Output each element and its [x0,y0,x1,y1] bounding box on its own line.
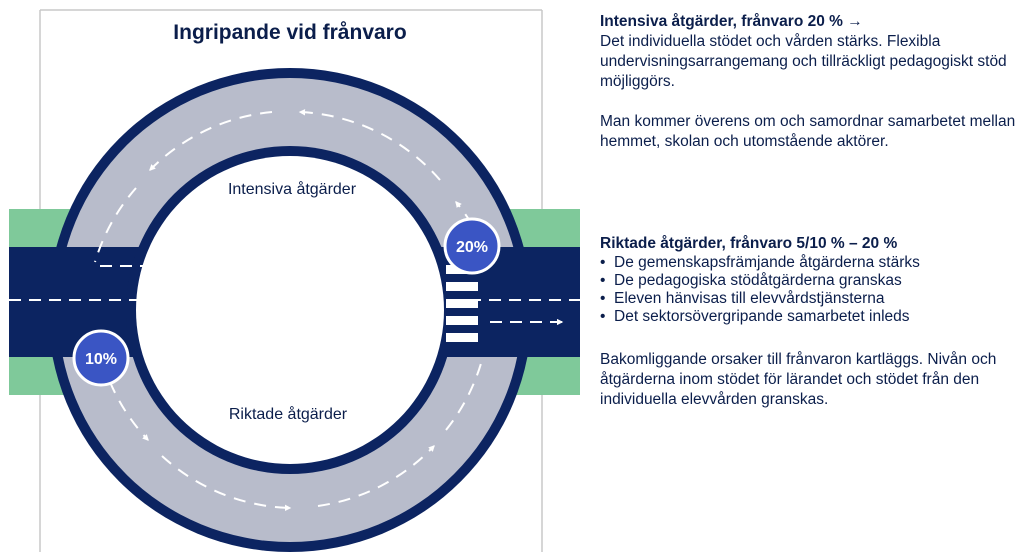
section-intensive-paragraph-1: Det individuella stödet och vården stärk… [600,33,1007,90]
section-intensive: Intensiva åtgärder, frånvaro 20 % → Det … [600,12,1017,152]
ring-arrow-bottom-c [317,445,435,507]
roundabout-diagram: Ingripande vid frånvaro Intensiva åtgärd… [9,9,580,552]
ring-arrow-top-d [94,187,137,263]
label-intensive: Intensiva åtgärder [228,180,357,198]
bullet-item: Det sektorsövergripande samarbetet inled… [600,308,1017,326]
badge-20-label: 20% [456,239,488,256]
label-targeted: Riktade åtgärder [229,405,348,423]
bullet-item: De pedagogiska stödåtgärderna granskas [600,272,1017,290]
inner-island [136,156,444,464]
section-intensive-paragraph-2: Man kommer överens om och samordnar sama… [600,113,1016,150]
ring-arrow-top-c [149,111,273,171]
section-targeted: Riktade åtgärder, frånvaro 5/10 % – 20 %… [600,234,1017,410]
section-intensive-heading: Intensiva åtgärder, frånvaro 20 % → [600,13,863,30]
ring-arrow-bottom-a [109,381,149,441]
bullet-item: De gemenskapsfrämjande åtgärderna stärks [600,254,1017,272]
ring-arrow-bottom-b [161,455,292,512]
section-targeted-paragraph: Bakomliggande orsaker till frånvaron kar… [600,351,997,408]
title-backdrop [150,14,430,50]
diagram-title: Ingripande vid frånvaro [173,21,406,44]
bullet-item: Eleven hänvisas till elevvårdstjänsterna [600,290,1017,308]
section-targeted-bullets: De gemenskapsfrämjande åtgärderna stärks… [600,254,1017,326]
badge-10-label: 10% [85,351,117,368]
ring-arrow-bottom-d [445,359,483,431]
section-targeted-heading: Riktade åtgärder, frånvaro 5/10 % – 20 % [600,235,898,252]
badge-20-percent: 20% [443,217,501,275]
badge-10-percent: 10% [72,329,130,387]
